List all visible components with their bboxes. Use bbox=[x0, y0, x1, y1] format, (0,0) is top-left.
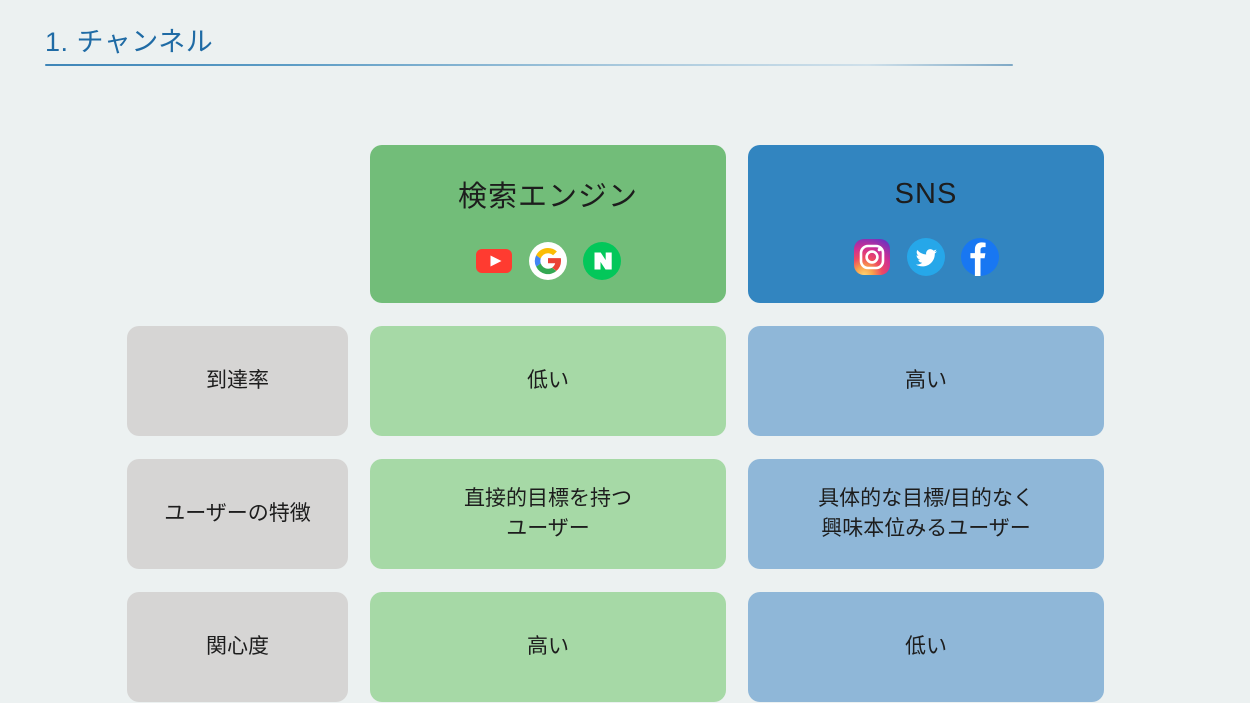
cell-search-engine-reach[interactable]: 低い bbox=[370, 326, 726, 436]
cell-search-engine-user-traits-line2: ユーザー bbox=[506, 517, 590, 540]
comparison-matrix: 検索エンジン bbox=[127, 145, 1104, 702]
column-header-search-engine-label: 検索エンジン bbox=[457, 181, 638, 213]
cell-sns-interest-level[interactable]: 低い bbox=[748, 592, 1104, 702]
matrix-corner-spacer bbox=[127, 145, 348, 303]
twitter-icon bbox=[906, 237, 946, 277]
search-engine-icon-row bbox=[474, 241, 622, 281]
matrix-header-row: 検索エンジン bbox=[127, 145, 1104, 303]
table-row: 到達率 低い 高い bbox=[127, 326, 1104, 436]
row-label-reach-text: 到達率 bbox=[206, 368, 269, 392]
row-label-reach[interactable]: 到達率 bbox=[127, 326, 348, 436]
cell-search-engine-interest-level-text: 高い bbox=[527, 634, 569, 658]
row-label-interest-level[interactable]: 関心度 bbox=[127, 592, 348, 702]
title-underline-divider bbox=[45, 64, 1013, 66]
facebook-icon bbox=[960, 237, 1000, 277]
cell-sns-user-traits-line2: 興味本位みるユーザー bbox=[821, 517, 1031, 540]
row-label-interest-level-text: 関心度 bbox=[206, 634, 269, 658]
cell-sns-user-traits[interactable]: 具体的な目標/目的なく 興味本位みるユーザー bbox=[748, 459, 1104, 569]
cell-search-engine-interest-level[interactable]: 高い bbox=[370, 592, 726, 702]
cell-search-engine-user-traits[interactable]: 直接的目標を持つ ユーザー bbox=[370, 459, 726, 569]
column-header-sns-label: SNS bbox=[894, 177, 958, 210]
instagram-icon bbox=[852, 237, 892, 277]
youtube-icon bbox=[474, 241, 514, 281]
cell-sns-user-traits-line1: 具体的な目標/目的なく bbox=[818, 486, 1034, 510]
cell-sns-reach-text: 高い bbox=[905, 368, 947, 392]
table-row: 関心度 高い 低い bbox=[127, 592, 1104, 702]
naver-icon bbox=[582, 241, 622, 281]
cell-search-engine-user-traits-line1: 直接的目標を持つ bbox=[464, 486, 632, 510]
google-icon bbox=[528, 241, 568, 281]
column-header-search-engine[interactable]: 検索エンジン bbox=[370, 145, 726, 303]
row-label-user-traits[interactable]: ユーザーの特徴 bbox=[127, 459, 348, 569]
table-row: ユーザーの特徴 直接的目標を持つ ユーザー 具体的な目標/目的なく 興味本位みる… bbox=[127, 459, 1104, 569]
row-label-user-traits-text: ユーザーの特徴 bbox=[164, 501, 311, 525]
cell-sns-reach[interactable]: 高い bbox=[748, 326, 1104, 436]
cell-search-engine-reach-text: 低い bbox=[527, 368, 569, 392]
sns-icon-row bbox=[852, 237, 1000, 277]
column-header-sns[interactable]: SNS bbox=[748, 145, 1104, 303]
cell-sns-interest-level-text: 低い bbox=[905, 634, 947, 658]
page-title: 1. チャンネル bbox=[45, 27, 214, 57]
